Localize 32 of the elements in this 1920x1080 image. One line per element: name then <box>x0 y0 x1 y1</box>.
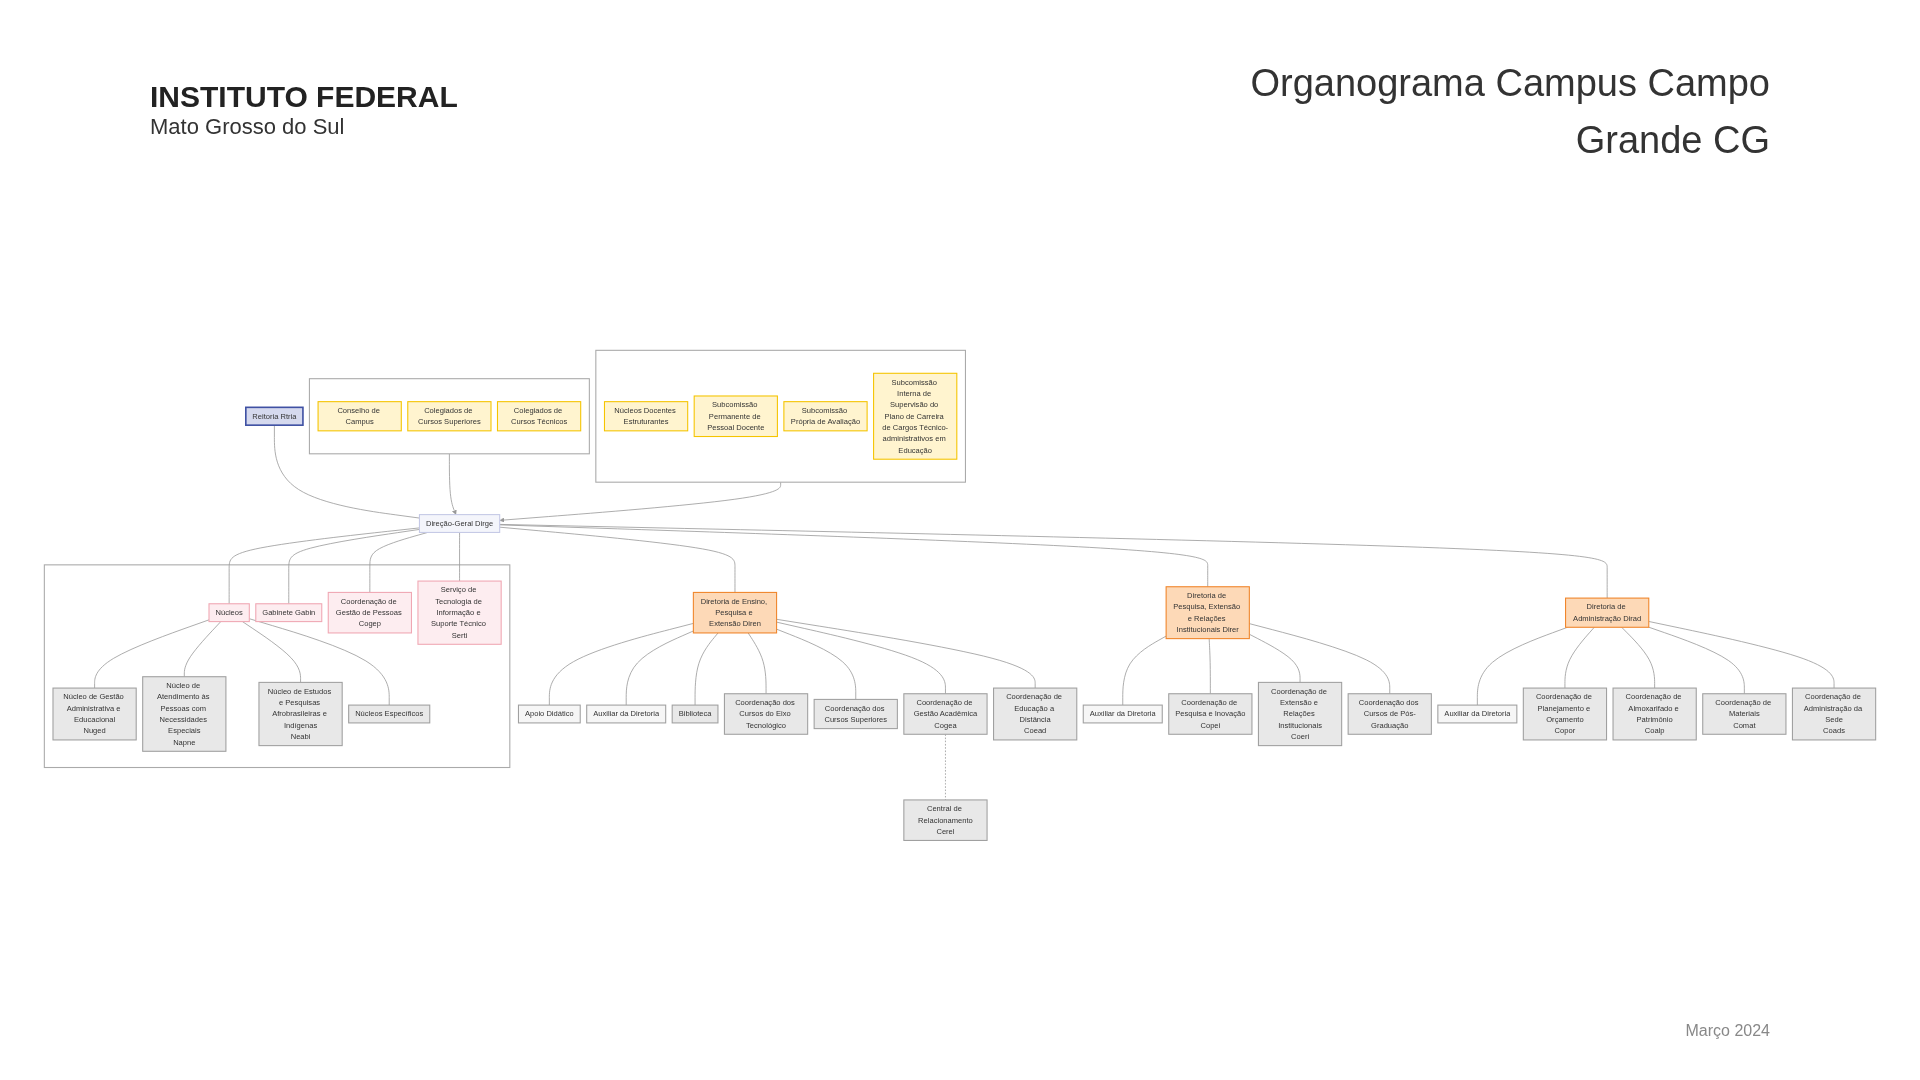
connector <box>1564 626 1595 689</box>
connector <box>1208 637 1211 694</box>
connector <box>183 620 222 677</box>
connector <box>499 526 736 593</box>
title: Organograma Campus Campo Grande CG <box>1250 61 1770 163</box>
connector <box>776 621 946 694</box>
connector <box>776 628 857 700</box>
connector <box>694 632 719 706</box>
institution-name: INSTITUTO FEDERAL <box>150 80 458 114</box>
cluster <box>595 349 966 483</box>
connector <box>228 527 420 604</box>
connector <box>288 528 420 604</box>
connector <box>625 630 694 706</box>
institution-name: Mato Grosso do Sul <box>150 114 346 140</box>
connector <box>1648 626 1745 694</box>
connector <box>273 424 420 519</box>
connector <box>1476 626 1568 706</box>
connector <box>499 523 1608 599</box>
connector <box>242 620 301 683</box>
connector <box>94 619 210 689</box>
connector <box>1648 620 1835 689</box>
connector <box>499 524 1209 587</box>
cluster <box>308 377 590 454</box>
connector <box>548 622 694 706</box>
connector <box>1621 626 1656 689</box>
connector <box>945 733 946 800</box>
connector <box>459 531 460 582</box>
connector <box>1122 635 1167 706</box>
connector <box>776 618 1036 689</box>
connector <box>747 632 767 694</box>
cluster <box>43 563 511 768</box>
date-note: Março 2024 <box>1685 1022 1770 1039</box>
